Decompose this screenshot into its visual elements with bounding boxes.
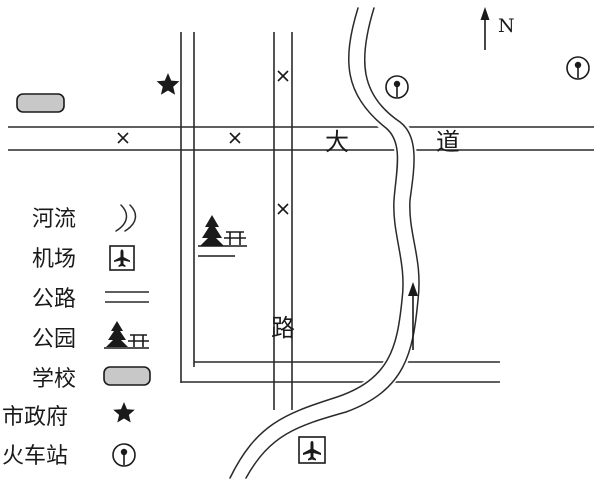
x-mark-icon xyxy=(277,203,289,215)
x-mark-icon xyxy=(229,132,241,144)
river-bank-west xyxy=(229,7,404,479)
legend-highway-label: 公路 xyxy=(32,287,76,312)
x-mark-icon xyxy=(277,70,289,82)
school-icon xyxy=(103,366,151,386)
north-label: N xyxy=(498,15,515,37)
legend-city-hall-label: 市政府 xyxy=(2,405,68,430)
crossing-marks xyxy=(117,70,289,215)
legend-school-label: 学校 xyxy=(32,367,76,392)
river-bank-east xyxy=(245,7,420,479)
train-station-icon xyxy=(385,75,409,99)
park-icon xyxy=(198,215,247,247)
legend-train-station-label: 火车站 xyxy=(2,444,68,469)
train-station-icon xyxy=(566,56,590,80)
airport-icon xyxy=(109,245,135,271)
school-icon xyxy=(16,93,65,113)
x-mark-icon xyxy=(117,132,129,144)
legend-park-label: 公园 xyxy=(32,327,76,352)
avenue-label-1: 大 xyxy=(325,128,349,156)
road-label: 路 xyxy=(271,314,295,342)
legend: 河流 机场 公路 公园 学校 市政府 xyxy=(2,204,151,469)
avenue-label-2: 道 xyxy=(436,128,460,156)
train-station-icon xyxy=(112,443,136,467)
river-icon xyxy=(115,204,137,232)
legend-river-label: 河流 xyxy=(32,207,76,232)
north-arrow-icon xyxy=(480,7,490,50)
star-icon xyxy=(156,73,180,95)
park-icon xyxy=(104,321,149,349)
flow-arrow-icon xyxy=(408,282,418,350)
airport-icon xyxy=(298,436,326,464)
legend-airport-label: 机场 xyxy=(32,247,76,272)
star-icon xyxy=(113,402,135,423)
road-network xyxy=(8,32,594,410)
highway-icon xyxy=(105,291,149,303)
river xyxy=(228,4,422,480)
